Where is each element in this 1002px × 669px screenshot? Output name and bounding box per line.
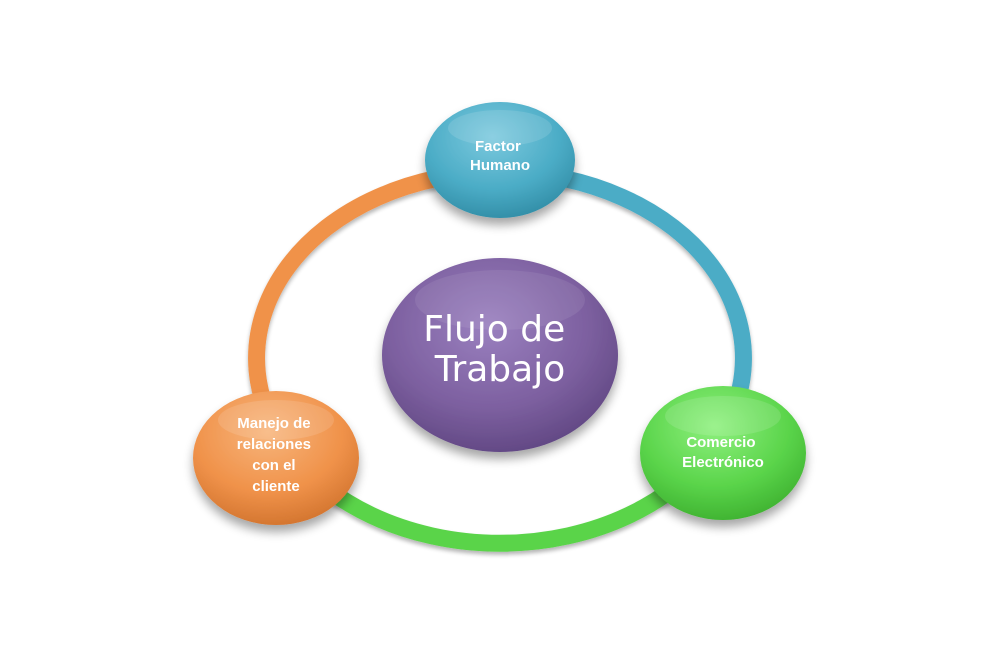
node-comercio-electronico-label: Comercio Electrónico	[682, 434, 764, 471]
center-title-line-1: Flujo de	[423, 309, 565, 350]
center-title: Flujo de Trabajo	[423, 309, 576, 390]
node-manejo-relaciones-line-3: con el	[252, 457, 295, 474]
node-factor-humano-label: Factor Humano	[470, 138, 530, 174]
node-manejo-relaciones-label: Manejo de relaciones con el cliente	[237, 415, 315, 495]
node-comercio-electronico-line-1: Comercio	[686, 434, 755, 451]
node-comercio-electronico-line-2: Electrónico	[682, 454, 764, 471]
node-manejo-relaciones-line-2: relaciones	[237, 436, 311, 453]
node-comercio-electronico	[640, 386, 806, 520]
node-manejo-relaciones-line-1: Manejo de	[237, 415, 310, 432]
node-manejo-relaciones	[193, 391, 359, 525]
node-factor-humano	[425, 102, 575, 218]
center-node	[382, 258, 618, 452]
node-factor-humano-line-1: Factor	[475, 138, 521, 155]
node-factor-humano-line-2: Humano	[470, 157, 530, 174]
node-manejo-relaciones-line-4: cliente	[252, 478, 300, 495]
center-title-line-2: Trabajo	[434, 349, 566, 390]
